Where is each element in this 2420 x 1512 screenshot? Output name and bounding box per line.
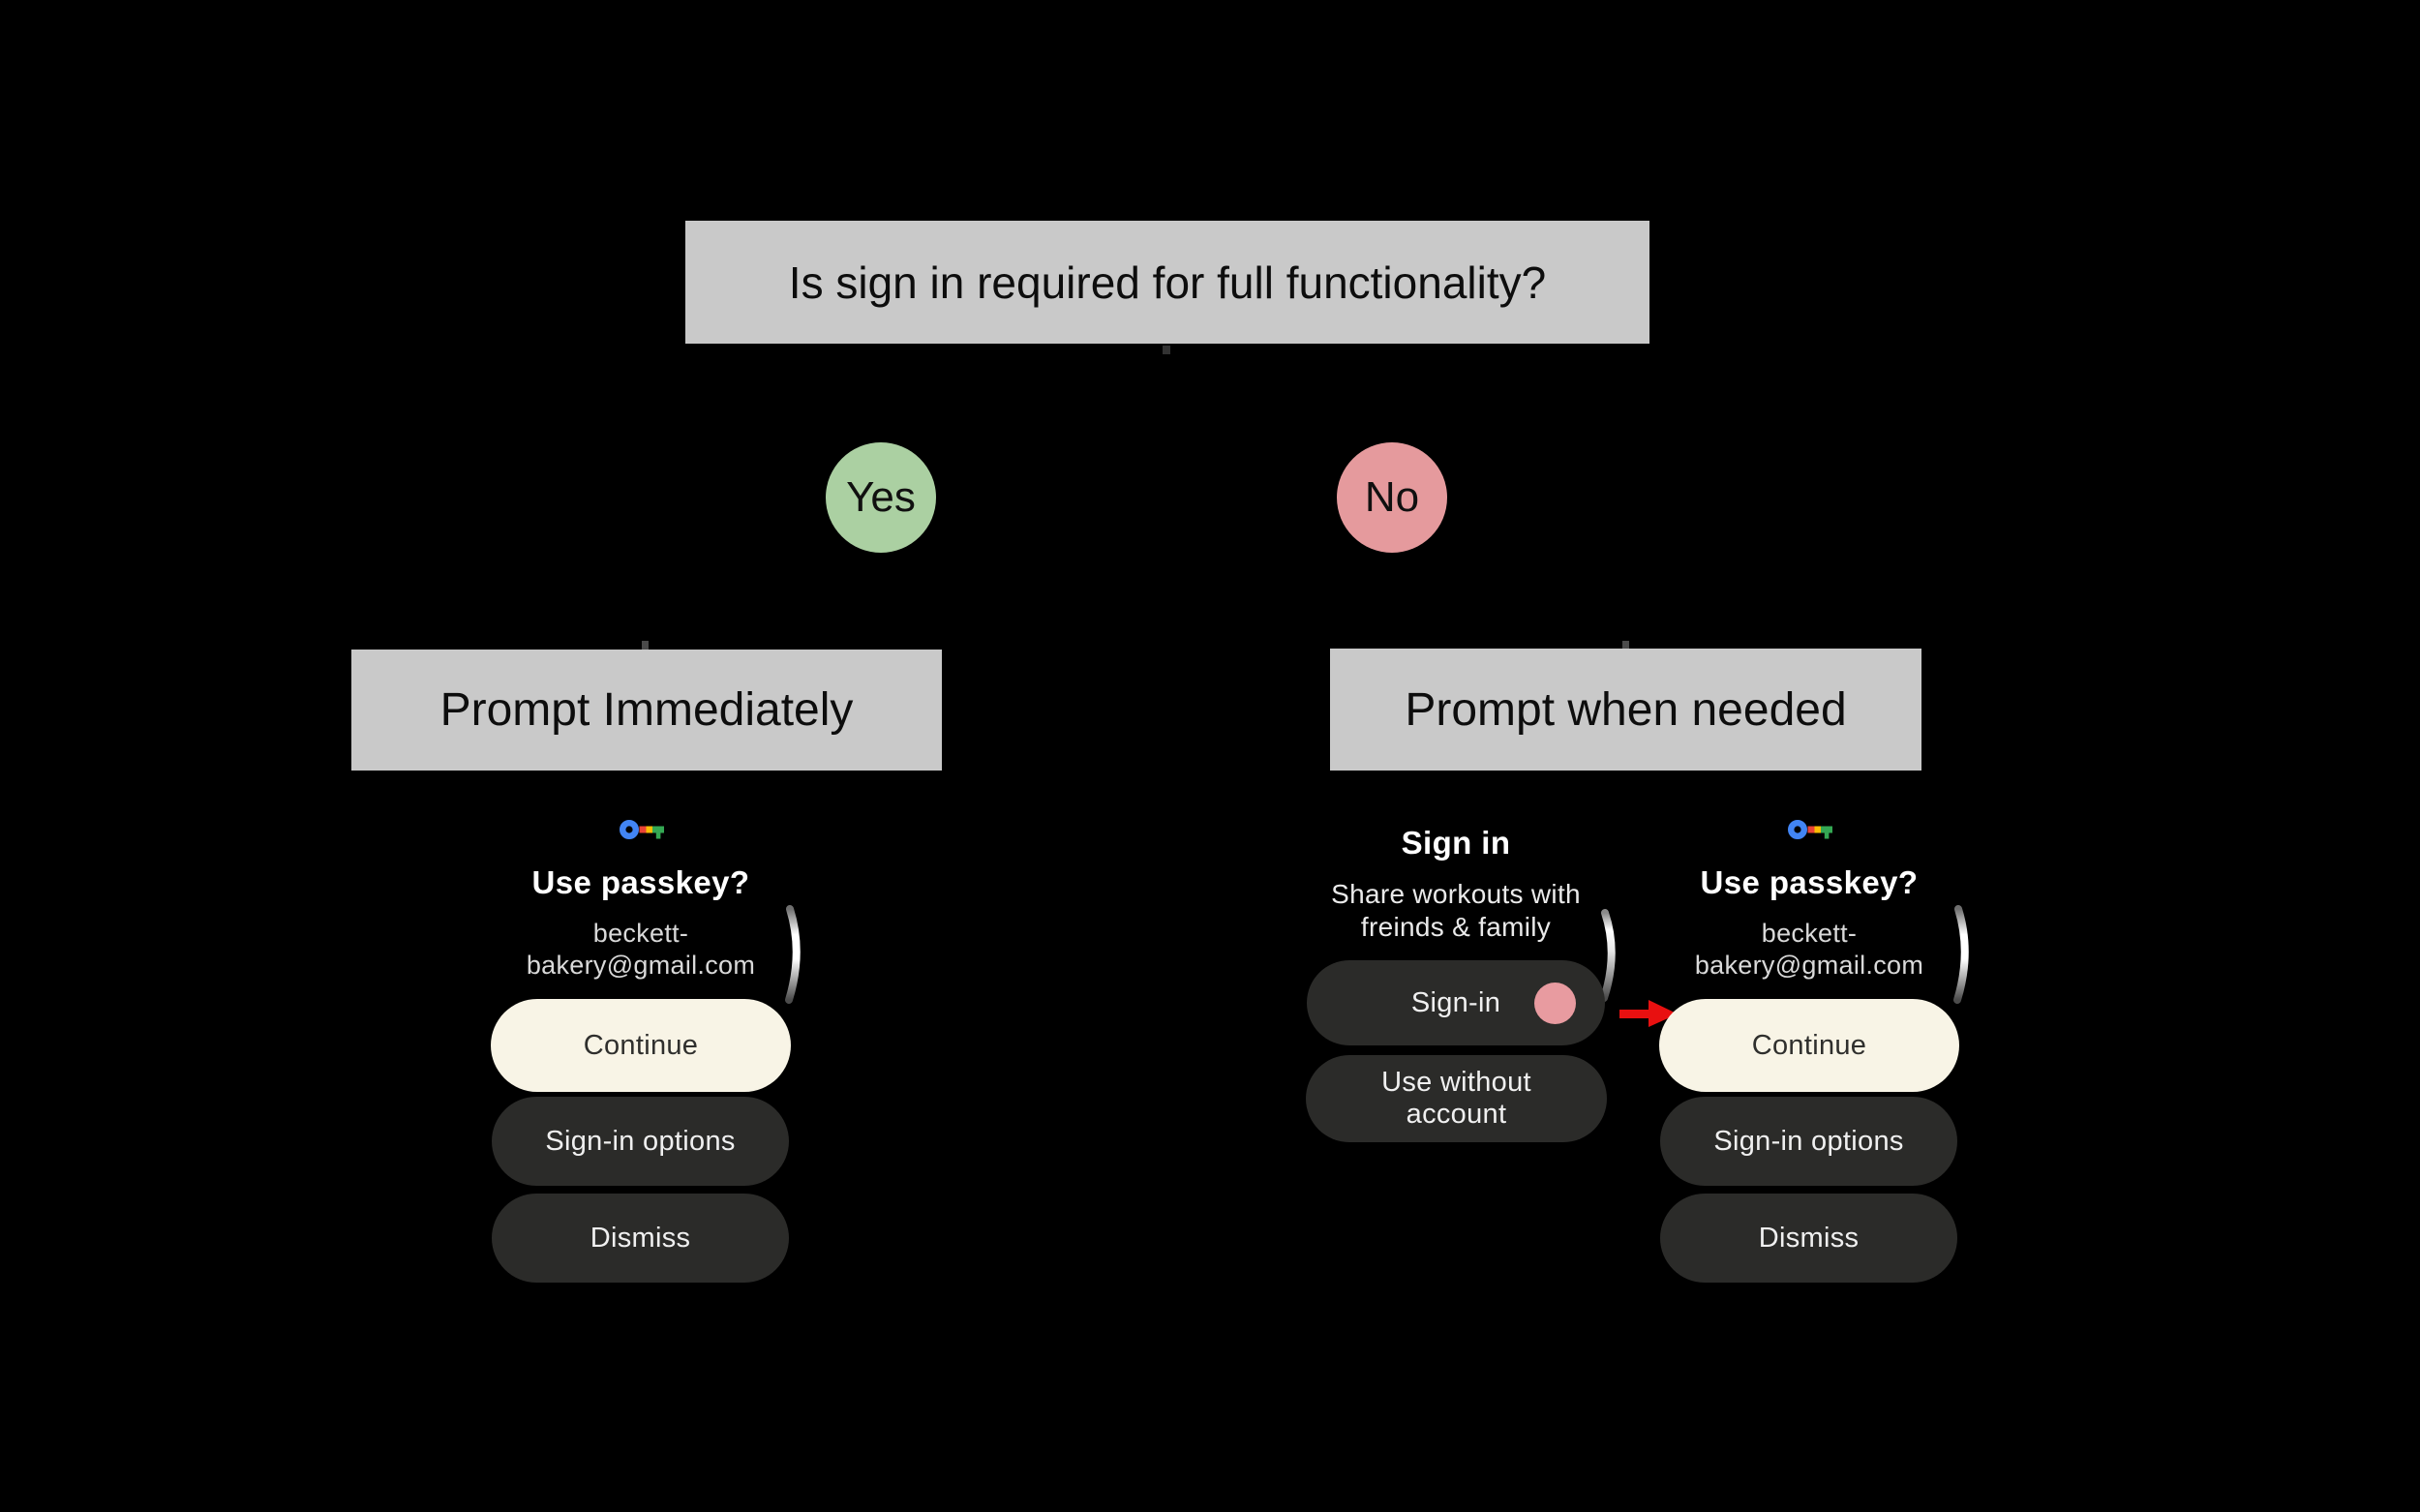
passkey-title: Use passkey? (1700, 864, 1919, 900)
tap-indicator-dot (1534, 983, 1576, 1024)
account-line2: bakery@gmail.com (526, 951, 756, 980)
use-without-line1: Use without (1381, 1067, 1531, 1098)
continue-label: Continue (583, 1029, 699, 1061)
continue-label: Continue (1751, 1029, 1867, 1061)
scroll-indicator-arc (1953, 905, 1969, 1004)
scroll-indicator-arc (1600, 909, 1616, 1002)
passkey-account: beckett- bakery@gmail.com (1611, 918, 2008, 982)
connector-arrow-tip (642, 641, 649, 650)
no-label: No (1364, 473, 1420, 521)
signin-options-button[interactable]: Sign-in options (1660, 1097, 1957, 1186)
red-arrow-icon (1619, 1000, 1678, 1027)
account-line1: beckett- (1761, 919, 1858, 948)
use-without-account-label: Use without account (1381, 1067, 1531, 1131)
account-line1: beckett- (592, 919, 689, 948)
signin-button[interactable]: Sign-in (1307, 960, 1605, 1045)
signin-button-label: Sign-in (1410, 986, 1501, 1018)
signin-options-label: Sign-in options (545, 1125, 736, 1157)
continue-button[interactable]: Continue (1659, 999, 1959, 1092)
passkey-key-icon (1788, 820, 1832, 839)
signin-options-button[interactable]: Sign-in options (492, 1097, 789, 1186)
use-without-line2: account (1406, 1099, 1507, 1130)
scroll-indicator-arc (785, 905, 801, 1004)
flow-title-box: Is sign in required for full functionali… (685, 221, 1649, 344)
connector-arrow-tip (1622, 641, 1629, 650)
connector-arrow-tip (1163, 346, 1170, 354)
dismiss-button[interactable]: Dismiss (492, 1194, 789, 1283)
signin-options-label: Sign-in options (1713, 1125, 1904, 1157)
dismiss-label: Dismiss (590, 1222, 691, 1254)
passkey-account: beckett- bakery@gmail.com (442, 918, 839, 982)
use-without-account-button[interactable]: Use without account (1306, 1055, 1607, 1142)
passkey-key-icon (620, 820, 664, 839)
continue-button[interactable]: Continue (491, 999, 791, 1092)
flow-title-text: Is sign in required for full functionali… (788, 257, 1547, 308)
passkey-title: Use passkey? (531, 864, 750, 900)
outcome-left-text: Prompt Immediately (439, 684, 854, 736)
subtitle-line1: Share workouts with (1331, 879, 1581, 909)
account-line2: bakery@gmail.com (1694, 951, 1924, 980)
outcome-box-prompt-when-needed: Prompt when needed (1330, 649, 1921, 771)
yes-label: Yes (846, 473, 916, 521)
flow-node-no: No (1337, 442, 1447, 553)
outcome-box-prompt-immediately: Prompt Immediately (351, 650, 942, 771)
signin-title: Sign in (1401, 825, 1511, 861)
flow-node-yes: Yes (826, 442, 936, 553)
outcome-right-text: Prompt when needed (1405, 683, 1847, 736)
dismiss-button[interactable]: Dismiss (1660, 1194, 1957, 1283)
subtitle-line2: freinds & family (1360, 912, 1552, 942)
dismiss-label: Dismiss (1758, 1222, 1860, 1254)
signin-subtitle: Share workouts with freinds & family (1311, 878, 1601, 944)
